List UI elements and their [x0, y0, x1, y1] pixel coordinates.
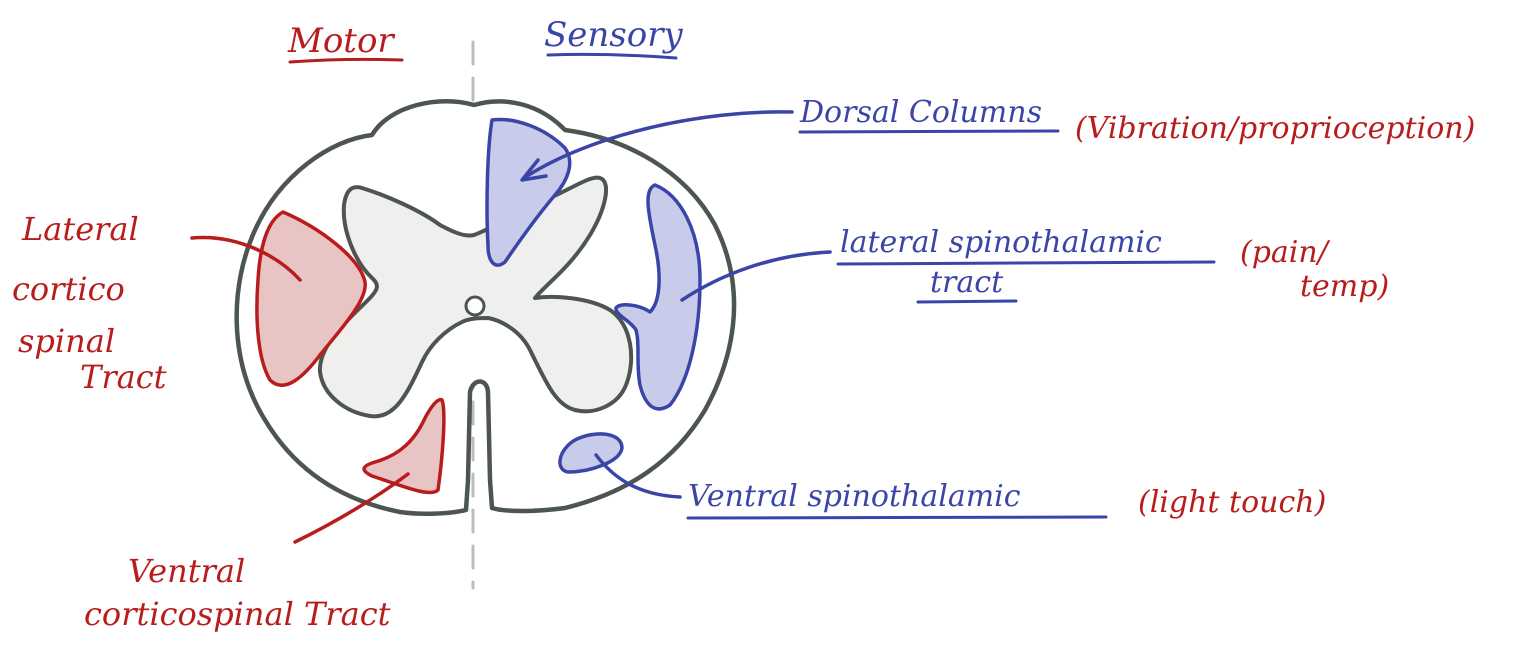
sensory-heading: Sensory: [544, 15, 683, 58]
label-lateral-spinothalamic: lateral spinothalamic tract (pain/ temp): [838, 225, 1389, 304]
svg-text:Dorsal Columns: Dorsal Columns: [799, 95, 1042, 130]
svg-text:corticospinal Tract: corticospinal Tract: [84, 595, 391, 633]
label-lateral-corticospinal: Lateral cortico spinal Tract: [12, 210, 167, 396]
svg-text:(light touch): (light touch): [1138, 485, 1326, 520]
label-ventral-corticospinal: Ventral corticospinal Tract: [84, 552, 391, 633]
svg-text:Tract: Tract: [80, 358, 167, 396]
label-ventral-spinothalamic: Ventral spinothalamic (light touch): [688, 479, 1326, 520]
svg-text:Ventral spinothalamic: Ventral spinothalamic: [688, 479, 1021, 514]
svg-text:spinal: spinal: [18, 322, 115, 360]
svg-text:Lateral: Lateral: [21, 210, 139, 248]
label-dorsal-columns: Dorsal Columns (Vibration/proprioception…: [799, 95, 1475, 146]
central-canal: [466, 297, 484, 315]
svg-text:(Vibration/proprioception): (Vibration/proprioception): [1075, 111, 1475, 146]
svg-text:temp): temp): [1300, 269, 1389, 304]
svg-text:lateral spinothalamic: lateral spinothalamic: [840, 225, 1162, 260]
svg-text:Sensory: Sensory: [544, 15, 683, 55]
svg-text:(pain/: (pain/: [1240, 235, 1331, 270]
svg-text:Ventral: Ventral: [128, 552, 245, 590]
svg-text:cortico: cortico: [12, 270, 125, 308]
motor-heading: Motor: [287, 21, 402, 62]
svg-text:Motor: Motor: [287, 21, 395, 61]
svg-text:tract: tract: [930, 265, 1004, 300]
